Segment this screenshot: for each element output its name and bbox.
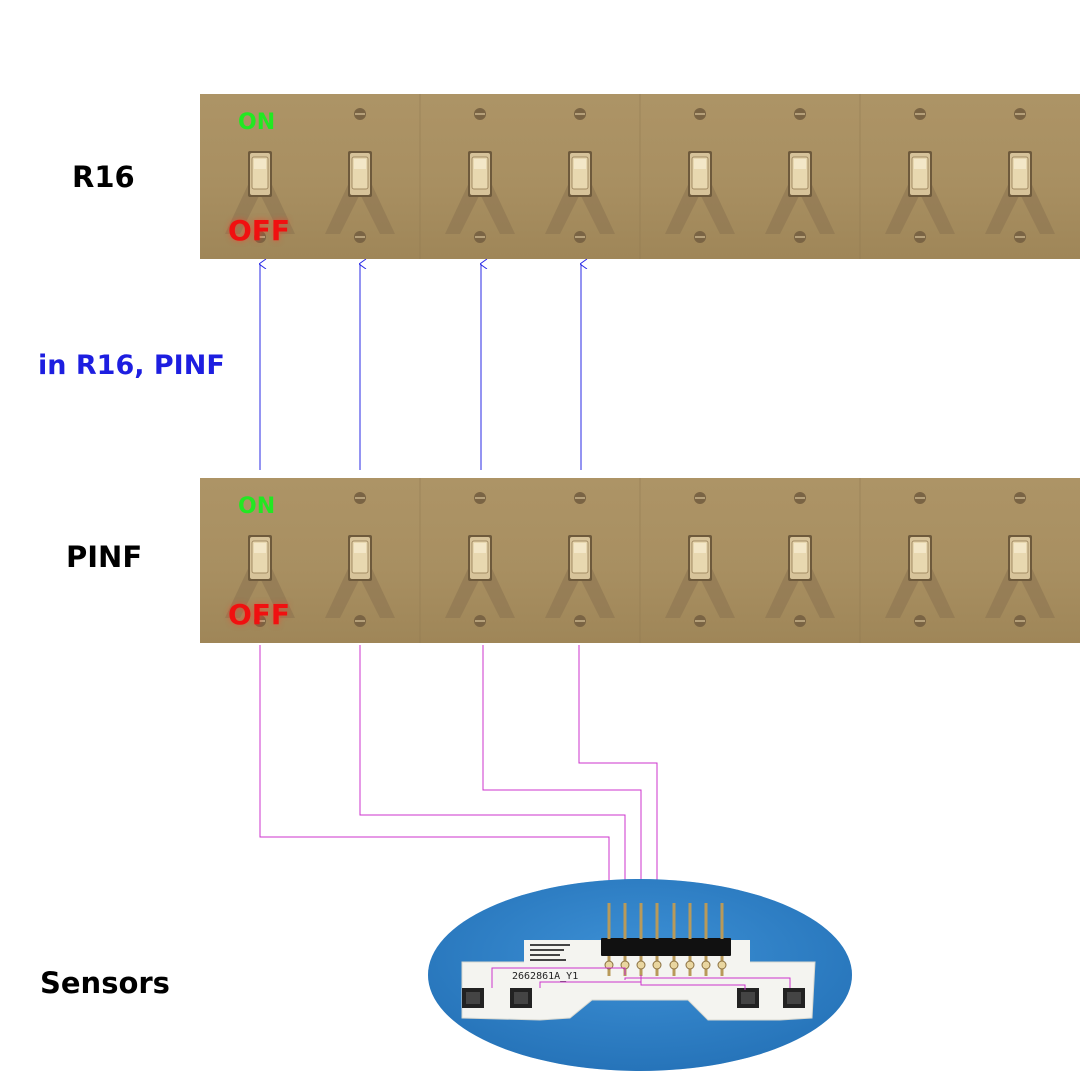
r16-switch-5	[665, 108, 735, 243]
r16-on-label: ON	[238, 110, 276, 135]
header-pin-8	[720, 903, 724, 939]
pinf-switch-1	[225, 535, 295, 627]
header-pin-2	[623, 903, 627, 939]
pinf-sensor-wire-4	[578, 645, 658, 905]
board-traces	[491, 967, 791, 990]
r16-pinf-connection-label: in R16, PINF	[38, 350, 225, 381]
r16-switch-3	[445, 108, 515, 243]
header-pin-3	[639, 903, 643, 939]
header-pin-7	[704, 903, 708, 939]
pcb-top-strip	[524, 940, 750, 964]
ir-sensor-left-1	[462, 988, 484, 1008]
board-backdrop	[428, 879, 852, 1071]
pinf-sensor-wire-3	[482, 645, 642, 905]
ir-sensor-right-1	[737, 988, 759, 1008]
pinf-on-label: ON	[238, 494, 276, 519]
header-pin-1	[607, 903, 611, 939]
pinf-switches-graphic	[225, 478, 1055, 643]
pinf-label: PINF	[66, 540, 143, 574]
r16-switch-8	[985, 108, 1055, 243]
pinf-sensor-wires	[259, 645, 658, 905]
r16-label: R16	[72, 160, 135, 194]
pinf-sensor-wire-2	[359, 645, 626, 905]
pinf-switch-2	[325, 492, 395, 627]
header-pin-4	[655, 903, 659, 939]
r16-switch-2	[325, 108, 395, 243]
header-pin-5	[672, 903, 676, 939]
pinf-switch-panel: ON OFF	[200, 478, 1080, 643]
pinf-switch-5	[665, 492, 735, 627]
header-pin-6	[688, 903, 692, 939]
sensors-label: Sensors	[40, 966, 170, 1000]
pinf-switch-6	[765, 492, 835, 627]
r16-switch-panel: ON OFF	[200, 94, 1080, 259]
pinf-switch-8	[985, 492, 1055, 627]
ir-sensor-right-2	[783, 988, 805, 1008]
pinf-off-label: OFF	[228, 598, 291, 631]
r16-switches-graphic	[225, 94, 1055, 259]
r16-switch-4	[545, 108, 615, 243]
pinf-switch-3	[445, 492, 515, 627]
r16-pinf-arrows	[260, 264, 581, 470]
pcb	[461, 961, 816, 1021]
r16-off-label: OFF	[228, 214, 291, 247]
pinf-switch-7	[885, 492, 955, 627]
r16-switch-7	[885, 108, 955, 243]
pinf-switch-4	[545, 492, 615, 627]
header-pins	[601, 903, 731, 976]
board-marking: 2662861A_Y1	[512, 971, 578, 982]
pinf-sensor-wire-1	[259, 645, 610, 905]
r16-switch-6	[765, 108, 835, 243]
r16-switch-1	[225, 151, 295, 243]
ir-sensor-left-2	[510, 988, 532, 1008]
